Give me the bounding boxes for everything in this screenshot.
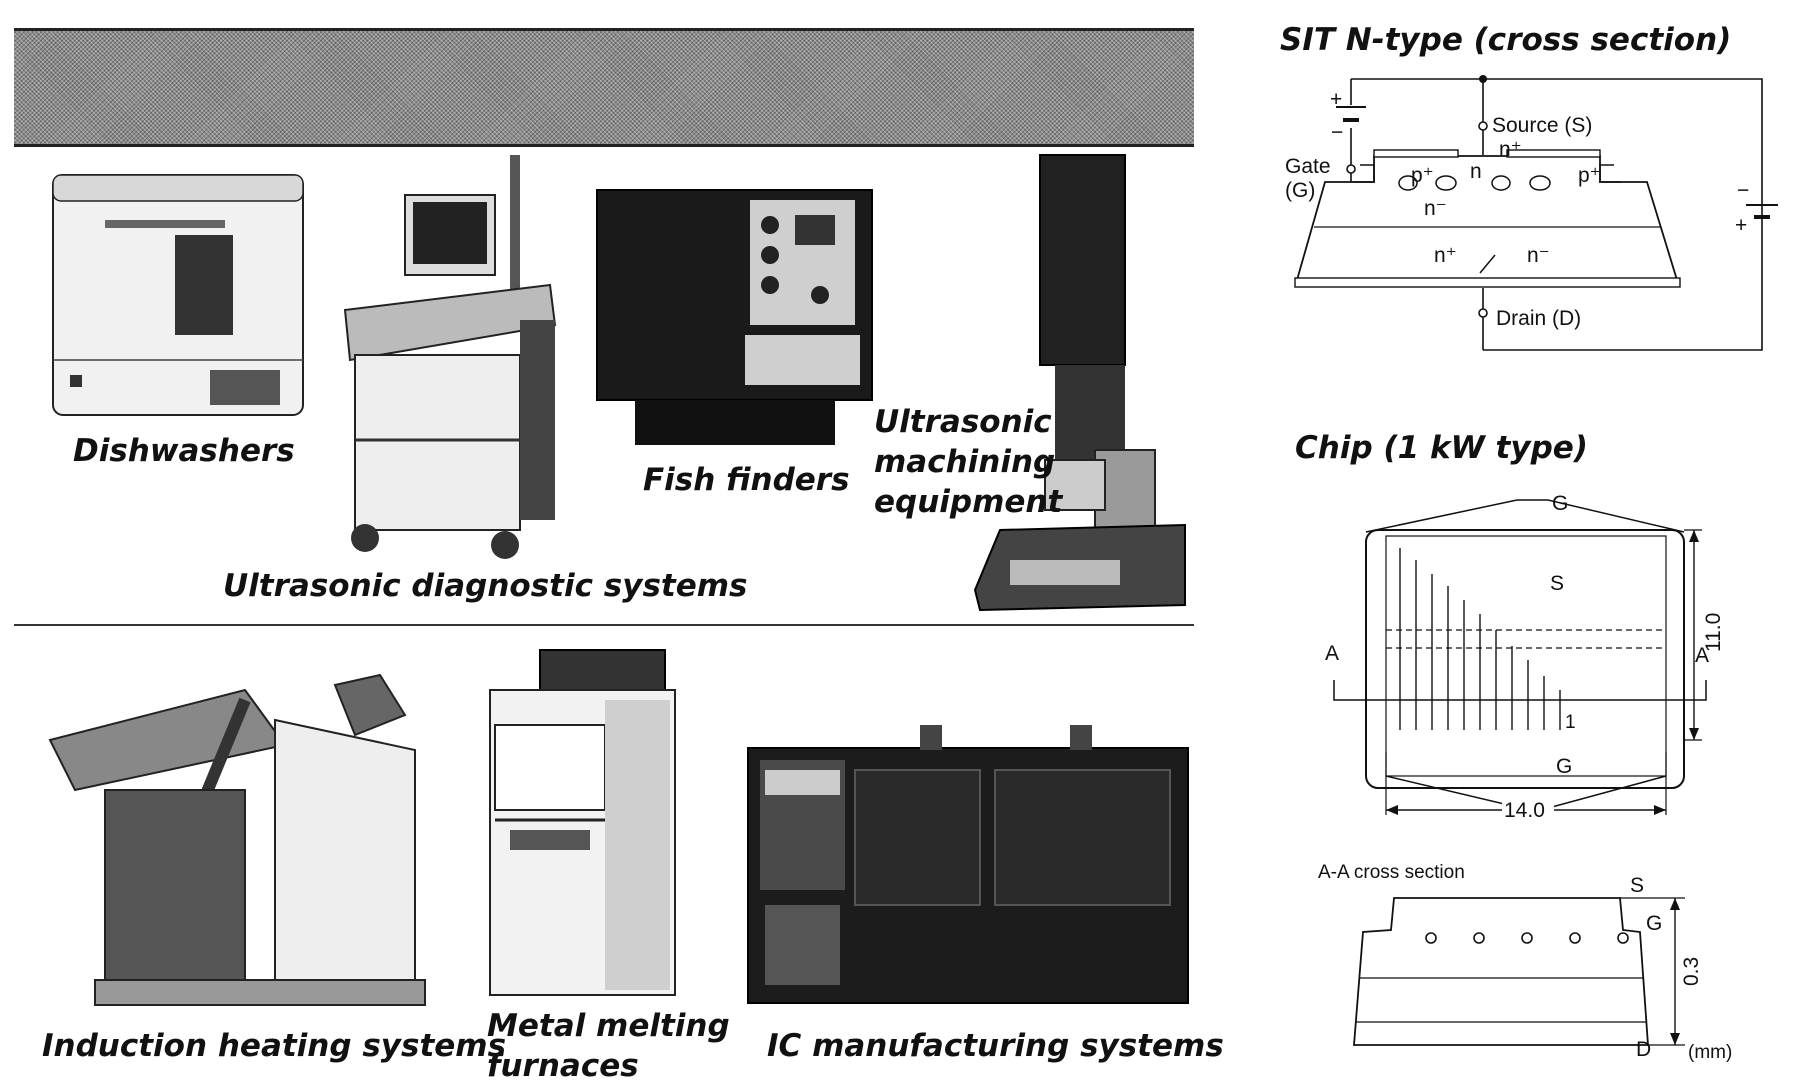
chip-source-label: S bbox=[1550, 572, 1564, 595]
drain-label: Drain (D) bbox=[1496, 307, 1581, 330]
ultrasonic-diagnostic-caption: Ultrasonic diagnostic systems bbox=[223, 568, 748, 604]
chip-gate-label-bottom: G bbox=[1556, 755, 1572, 778]
gate-label-line-2: (G) bbox=[1285, 179, 1315, 202]
induction-heating-photo bbox=[48, 673, 426, 1006]
induction-heating-caption: Induction heating systems bbox=[42, 1028, 507, 1064]
chip-diagram-title: Chip (1 kW type) bbox=[1295, 430, 1588, 466]
ic-manufacturing-photo bbox=[747, 725, 1189, 1004]
fish-finder-photo bbox=[596, 189, 873, 445]
drain-battery-minus: − bbox=[1737, 179, 1749, 202]
chip-aa-cross-section-diagram: A-A cross section S G D (mm) 0.3 bbox=[1318, 862, 1732, 1063]
n-plus-substrate-label: n⁺ bbox=[1434, 244, 1457, 267]
section-a-left-label: A bbox=[1325, 642, 1339, 665]
finger-one-label: 1 bbox=[1565, 712, 1576, 733]
ultrasonic-machining-caption-line-1: Ultrasonic bbox=[874, 404, 1052, 440]
ultrasonic-machining-photo bbox=[973, 154, 1186, 612]
p-plus-left-label: p⁺ bbox=[1411, 164, 1434, 187]
n-plus-source-label: n⁺ bbox=[1499, 138, 1522, 161]
n-minus-drift-label: n⁻ bbox=[1424, 197, 1447, 220]
aa-source-label: S bbox=[1630, 874, 1644, 897]
gate-battery-minus: − bbox=[1331, 121, 1343, 144]
metal-melting-caption-line-2: furnaces bbox=[487, 1048, 639, 1084]
ultrasonic-machining-caption-line-3: equipment bbox=[874, 484, 1063, 520]
sit-diagram-title: SIT N-type (cross section) bbox=[1280, 22, 1732, 58]
section-a-right-label: A bbox=[1695, 644, 1709, 667]
height-dimension-label: 11.0 bbox=[1702, 613, 1725, 652]
halftone-banner bbox=[14, 28, 1194, 147]
unit-label: (mm) bbox=[1688, 1042, 1732, 1063]
fish-finders-caption: Fish finders bbox=[643, 462, 850, 498]
aa-gate-label: G bbox=[1646, 912, 1662, 935]
thickness-dimension-label: 0.3 bbox=[1680, 957, 1703, 986]
ic-manufacturing-caption: IC manufacturing systems bbox=[767, 1028, 1224, 1064]
sit-cross-section-diagram: + − − + Source (S) Gate (G) Drain (D) n⁺… bbox=[1285, 75, 1778, 351]
n-channel-label: n bbox=[1470, 160, 1482, 183]
section-divider bbox=[14, 624, 1194, 626]
n-minus-substrate-label: n⁻ bbox=[1527, 244, 1550, 267]
metal-melting-caption-line-1: Metal melting bbox=[487, 1008, 730, 1044]
ultrasonic-machining-caption-line-2: machining bbox=[874, 444, 1056, 480]
metal-melting-furnace-photo bbox=[489, 649, 676, 996]
p-plus-right-label: p⁺ bbox=[1578, 164, 1601, 187]
source-label: Source (S) bbox=[1492, 114, 1592, 137]
gate-label-line-1: Gate bbox=[1285, 155, 1331, 178]
chip-top-view-diagram: G G S A A 1 14.0 11.0 bbox=[1325, 492, 1725, 822]
ultrasonic-diagnostic-photo bbox=[343, 155, 557, 559]
width-dimension-label: 14.0 bbox=[1504, 799, 1545, 822]
gate-battery-plus: + bbox=[1330, 88, 1342, 111]
aa-cross-section-label: A-A cross section bbox=[1318, 862, 1465, 883]
dishwasher-photo bbox=[52, 174, 304, 416]
chip-gate-label-top: G bbox=[1552, 492, 1568, 515]
aa-drain-label: D bbox=[1636, 1038, 1651, 1061]
drain-battery-plus: + bbox=[1735, 214, 1747, 237]
dishwashers-caption: Dishwashers bbox=[73, 433, 295, 469]
